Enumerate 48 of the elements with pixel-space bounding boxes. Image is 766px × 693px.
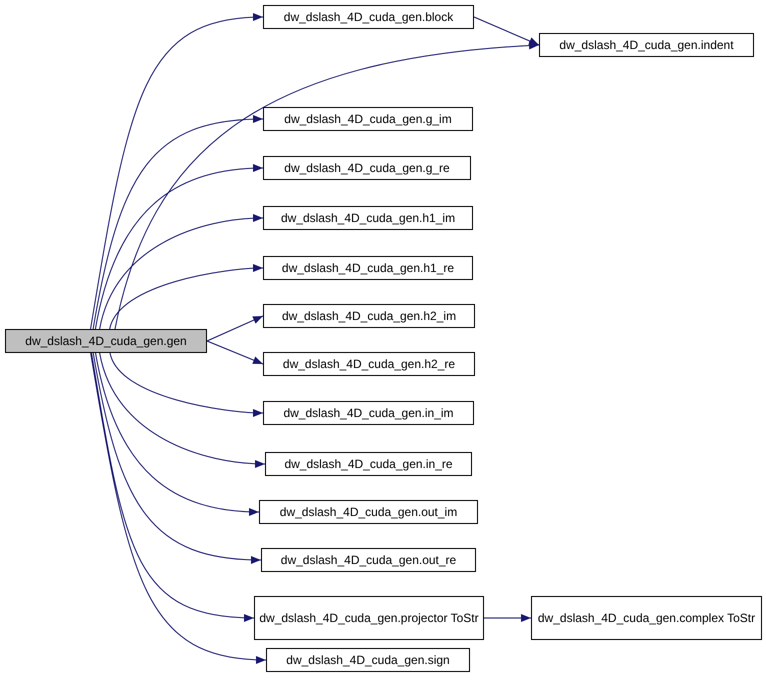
arrow	[110, 352, 264, 417]
function-name: dw_dslash_4D_cuda_gen.h1_re	[282, 261, 454, 275]
arrow	[92, 115, 264, 330]
arrow	[92, 352, 262, 564]
function-name: dw_dslash_4D_cuda_gen.in_im	[283, 406, 454, 420]
function-name: dw_dslash_4D_cuda_gen.g_im	[284, 112, 452, 126]
function-box	[265, 452, 472, 476]
arrow	[474, 16, 540, 46]
function-box	[263, 156, 471, 180]
function-box	[263, 401, 474, 425]
arrow	[109, 264, 264, 330]
function-box	[263, 206, 473, 230]
arrow	[206, 340, 264, 364]
function-box	[263, 352, 475, 376]
function-box	[266, 648, 470, 672]
function-name: dw_dslash_4D_cuda_gen.complex ToStr	[538, 611, 756, 625]
arrow	[484, 614, 532, 622]
arrow	[206, 316, 264, 342]
function-name: dw_dslash_4D_cuda_gen.out_re	[280, 553, 456, 567]
function-box	[263, 5, 474, 29]
function-name: dw_dslash_4D_cuda_gen.projector ToStr	[259, 611, 479, 625]
arrow	[91, 352, 254, 622]
arrow	[94, 164, 264, 330]
function-name: dw_dslash_4D_cuda_gen.g_re	[284, 161, 450, 175]
arrow	[114, 42, 540, 330]
selected-function-box	[5, 329, 207, 353]
function-box	[263, 256, 473, 280]
function-box	[539, 33, 754, 57]
function-name: dw_dslash_4D_cuda_gen.h1_im	[280, 211, 456, 225]
function-name: dw_dslash_4D_cuda_gen.gen	[25, 334, 187, 348]
function-name: dw_dslash_4D_cuda_gen.h2_im	[282, 309, 456, 323]
function-box	[263, 107, 473, 131]
arrow	[99, 352, 266, 468]
function-box	[261, 548, 476, 572]
function-box	[263, 304, 475, 328]
arrow	[99, 214, 264, 330]
arrow	[95, 352, 260, 516]
function-name: dw_dslash_4D_cuda_gen.block	[284, 10, 454, 24]
function-name: dw_dslash_4D_cuda_gen.sign	[286, 653, 450, 667]
function-box	[531, 596, 762, 640]
function-name: dw_dslash_4D_cuda_gen.in_re	[284, 457, 453, 471]
function-name: dw_dslash_4D_cuda_gen.indent	[559, 38, 734, 52]
function-name: dw_dslash_4D_cuda_gen.h2_re	[282, 357, 456, 371]
function-name: dw_dslash_4D_cuda_gen.out_im	[280, 505, 458, 519]
function-box	[254, 596, 484, 640]
arrow	[90, 14, 264, 330]
arrow	[90, 352, 266, 664]
function-box	[259, 500, 478, 524]
